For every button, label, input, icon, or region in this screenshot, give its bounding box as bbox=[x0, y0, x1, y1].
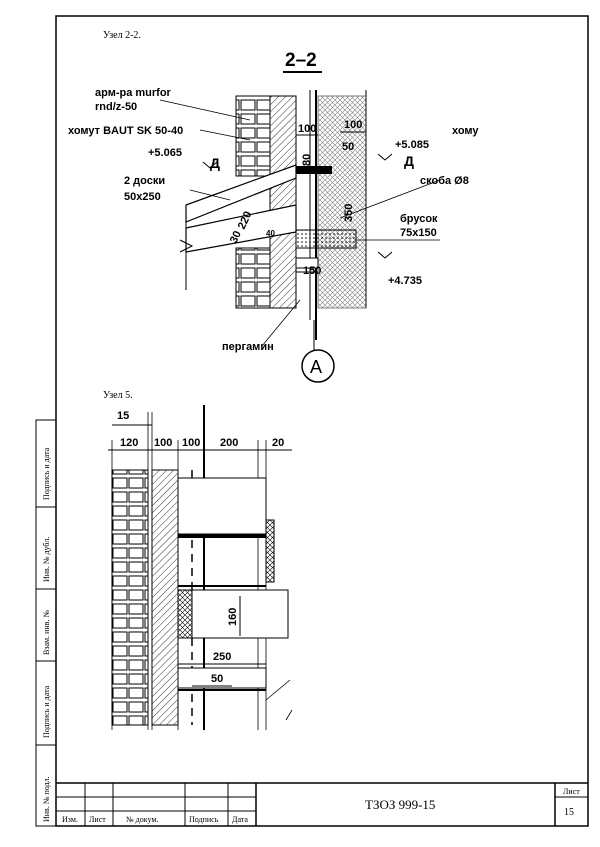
axis-marker bbox=[301, 349, 335, 383]
dim-350: 350 bbox=[343, 204, 355, 222]
dim-30: 30 bbox=[228, 229, 244, 245]
section-title: 2–2 bbox=[285, 50, 317, 71]
brick-wall-upper bbox=[235, 95, 271, 177]
stamp-replace-inv: Взам. инв. № bbox=[42, 610, 51, 655]
dim-200: 200 bbox=[220, 437, 238, 449]
node-2-2: Узел 2-2. 2–2 А bbox=[68, 30, 479, 383]
section-d-left: Д bbox=[210, 155, 220, 171]
node2-caption: Узел 5. bbox=[103, 390, 133, 401]
section-d-right: Д bbox=[404, 153, 414, 169]
col-doc: № докум. bbox=[126, 815, 158, 824]
dim-100-b: 100 bbox=[344, 119, 362, 131]
col-sign: Подпись bbox=[189, 815, 219, 824]
insulation-column bbox=[151, 469, 179, 726]
lower-slab bbox=[177, 589, 289, 639]
label-armature2: rnd/z-50 bbox=[95, 101, 137, 113]
sheet-number: 15 bbox=[564, 807, 574, 818]
label-clamp: хомут BAUT SK 50-40 bbox=[68, 125, 183, 137]
dim-50: 50 bbox=[342, 141, 354, 153]
dim-100-b: 100 bbox=[182, 437, 200, 449]
label-clamp-right: хому bbox=[452, 125, 479, 137]
dim-80: 80 bbox=[301, 154, 313, 166]
dim-250: 250 bbox=[213, 651, 231, 663]
timber-bar bbox=[295, 229, 357, 249]
steel-plate bbox=[296, 166, 332, 174]
axis-label: А bbox=[310, 357, 322, 377]
stamp-signature-1: Подпись и дата bbox=[42, 447, 51, 500]
stamp-dup-inv: Инв. № дубл. bbox=[42, 537, 51, 582]
drawing-code: ТЗОЗ 999-15 bbox=[365, 797, 435, 812]
sheet-label: Лист bbox=[563, 787, 580, 796]
brick-wall-lower bbox=[235, 247, 271, 309]
brick-column bbox=[111, 469, 149, 726]
col-list: Лист bbox=[89, 815, 106, 824]
label-bar-size: 75х150 bbox=[400, 227, 437, 239]
side-stamp: Подпись и дата Инв. № дубл. Взам. инв. №… bbox=[35, 419, 57, 827]
node1-caption: Узел 2-2. bbox=[103, 30, 141, 41]
dim-40: 40 bbox=[266, 229, 275, 238]
label-pergamin: пергамин bbox=[222, 341, 274, 353]
dim-15: 15 bbox=[117, 410, 129, 422]
col-date: Дата bbox=[232, 815, 248, 824]
label-bracket: скоба Ø8 bbox=[420, 175, 469, 187]
dim-160: 160 bbox=[227, 608, 239, 626]
dim-100-a: 100 bbox=[154, 437, 172, 449]
upper-slab bbox=[177, 477, 267, 535]
label-bar: брусок bbox=[400, 213, 438, 225]
col-izm: Изм. bbox=[62, 815, 78, 824]
label-armature: арм-ра murfor bbox=[95, 87, 172, 99]
dim-100-a: 100 bbox=[298, 123, 316, 135]
level-5065: +5.065 bbox=[148, 147, 182, 159]
level-5085: +5.085 bbox=[395, 139, 429, 151]
dim-20: 20 bbox=[272, 437, 284, 449]
dim-50: 50 bbox=[211, 673, 223, 685]
inner-wall bbox=[317, 95, 367, 309]
level-4735: +4.735 bbox=[388, 275, 422, 287]
title-block: Изм. Лист № докум. Подпись Дата ТЗОЗ 999… bbox=[56, 782, 588, 826]
dim-120: 120 bbox=[120, 437, 138, 449]
insulation-layer bbox=[269, 95, 297, 309]
stamp-orig-inv: Инв. № подл. bbox=[42, 776, 51, 822]
label-boards: 2 доски bbox=[124, 175, 165, 187]
stamp-signature-2: Подпись и дата bbox=[42, 685, 51, 738]
node-5: Узел 5. 15 120 bbox=[103, 390, 293, 730]
dim-150: 150 bbox=[303, 265, 321, 277]
label-boards-size: 50х250 bbox=[124, 191, 161, 203]
